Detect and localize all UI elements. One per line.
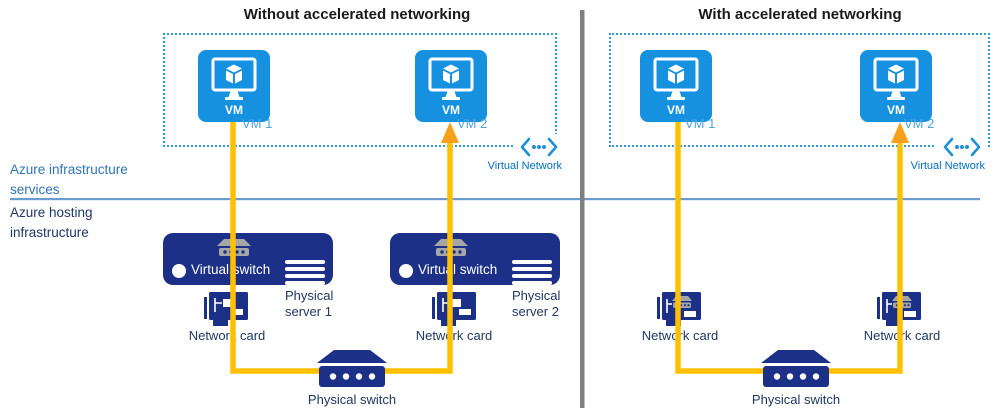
network-card-label: Network card	[415, 328, 493, 343]
vm1-label: VM 1	[685, 116, 716, 131]
bullet-dot-icon	[172, 264, 186, 278]
azure-hosting-infrastructure-label: Azure hosting infrastructure	[10, 205, 93, 240]
vm-icon: VM	[415, 50, 487, 122]
vm-icon-label: VM	[667, 103, 685, 117]
stack-lines-icon	[285, 260, 325, 288]
right-panel-title: With accelerated networking	[698, 6, 902, 23]
network-card-with-switch-icon	[657, 292, 701, 326]
vm-monitor-icon: VM	[211, 57, 257, 117]
virtual-network-label: Virtual Network	[910, 160, 985, 172]
virtual-switch-box: Virtual switch	[163, 233, 333, 285]
vm-icon-label: VM	[225, 103, 243, 117]
network-card-icon	[432, 292, 476, 326]
vm2-label: VM 2	[457, 116, 488, 131]
vm2-label: VM 2	[904, 116, 935, 131]
physical-switch-icon	[761, 350, 831, 387]
physical-switch-icon	[317, 350, 387, 387]
virtual-network-icon	[936, 134, 988, 160]
virtual-switch-label: Virtual switch	[191, 262, 271, 277]
network-card-label: Network card	[188, 328, 266, 343]
network-card-label: Network card	[863, 328, 941, 343]
vm1-label: VM 1	[242, 116, 273, 131]
section-divider	[580, 10, 585, 408]
virtual-network-label: Virtual Network	[487, 160, 562, 172]
vm-monitor-icon: VM	[873, 57, 919, 117]
network-card-icon	[204, 292, 248, 326]
virtual-switch-label: Virtual switch	[418, 262, 498, 277]
physical-server1-label: Physical server 1	[285, 288, 334, 319]
vm-icon: VM	[860, 50, 932, 122]
vm-icon-label: VM	[887, 103, 905, 117]
network-card-with-switch-icon	[877, 292, 921, 326]
left-panel-title: Without accelerated networking	[243, 6, 471, 23]
vm-icon: VM	[640, 50, 712, 122]
vm-icon: VM	[198, 50, 270, 122]
physical-switch-label: Physical switch	[307, 392, 397, 407]
vm-monitor-icon: VM	[428, 57, 474, 117]
virtual-network-icon	[515, 134, 563, 160]
bullet-dot-icon	[399, 264, 413, 278]
stack-lines-icon	[512, 260, 552, 288]
physical-server2-label: Physical server 2	[512, 288, 561, 319]
switch-icon	[434, 239, 468, 256]
hosting-boundary-line	[10, 198, 980, 201]
physical-switch-label: Physical switch	[751, 392, 841, 407]
virtual-switch-box: Virtual switch	[390, 233, 560, 285]
network-card-label: Network card	[641, 328, 719, 343]
switch-icon	[217, 239, 251, 256]
vm-monitor-icon: VM	[653, 57, 699, 117]
vm-icon-label: VM	[442, 103, 460, 117]
azure-infrastructure-services-label: Azure infrastructure services	[10, 162, 128, 197]
